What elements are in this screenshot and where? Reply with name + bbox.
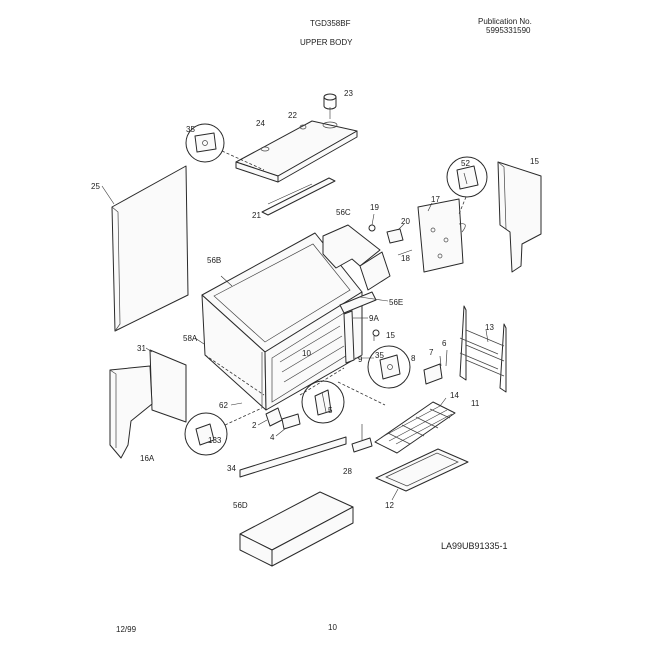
label-62: 62 <box>219 401 228 410</box>
page-number: 10 <box>328 623 337 632</box>
label-11: 11 <box>471 399 480 408</box>
bracket-4 <box>275 413 301 437</box>
screw-15 <box>372 329 380 341</box>
label-7: 7 <box>429 348 434 357</box>
label-28: 28 <box>343 467 352 476</box>
rack-support-13 <box>459 305 507 393</box>
label-34: 34 <box>227 464 236 473</box>
screw-19 <box>368 213 376 232</box>
label-56b: 56B <box>207 256 221 265</box>
side-panel-15 <box>497 161 542 273</box>
detail-circle-133 <box>184 407 263 456</box>
label-35-right: 35 <box>375 351 384 360</box>
label-56c: 56C <box>336 208 351 217</box>
label-13: 13 <box>485 323 494 332</box>
label-21: 21 <box>252 211 261 220</box>
label-58a: 58A <box>183 334 198 343</box>
switch-20 <box>386 223 405 244</box>
label-56d: 56D <box>233 501 248 510</box>
bracket-17 <box>397 198 466 273</box>
label-9a: 9A <box>369 314 379 323</box>
label-4: 4 <box>270 433 275 442</box>
label-8: 8 <box>411 354 416 363</box>
liner-bracket-56e <box>339 291 389 314</box>
label-16a: 16A <box>140 454 155 463</box>
trim-strip-34 <box>239 436 347 478</box>
vent-cap-part <box>323 93 337 110</box>
label-12: 12 <box>385 501 394 510</box>
clip-8-7-6 <box>423 349 448 385</box>
label-31: 31 <box>137 344 146 353</box>
label-14: 14 <box>450 391 459 400</box>
insulation-block-56c <box>322 224 391 291</box>
bracket-2 <box>257 407 283 427</box>
label-35-top: 35 <box>186 125 195 134</box>
label-23: 23 <box>344 89 353 98</box>
bracket-28 <box>351 424 373 453</box>
publication-label: Publication No. <box>478 17 532 26</box>
top-cover-part <box>235 120 358 183</box>
label-20: 20 <box>401 217 410 226</box>
label-17: 17 <box>431 195 440 204</box>
drawer-56d <box>239 491 354 567</box>
model-number: TGD358BF <box>310 19 351 28</box>
label-10: 10 <box>302 349 311 358</box>
label-19: 19 <box>370 203 379 212</box>
trim-strip-part <box>261 177 336 216</box>
label-25: 25 <box>91 182 100 191</box>
label-5: 5 <box>328 406 333 415</box>
broil-pan-12 <box>375 448 469 501</box>
oven-rack-14 <box>374 397 456 454</box>
detail-circle-52 <box>446 156 488 215</box>
drawing-reference-code: LA99UB91335-1 <box>441 541 508 551</box>
side-panel-16a <box>109 365 153 459</box>
label-2: 2 <box>252 421 257 430</box>
side-panel-25 <box>101 165 189 332</box>
label-52: 52 <box>461 159 470 168</box>
label-9: 9 <box>358 355 363 364</box>
side-panel-31 <box>145 347 187 423</box>
label-15-top: 15 <box>530 157 539 166</box>
label-18: 18 <box>401 254 410 263</box>
label-133: 133 <box>208 436 222 445</box>
oven-body-part <box>201 232 386 411</box>
label-6: 6 <box>442 339 447 348</box>
detail-circle-35-right <box>367 345 411 389</box>
footer-date: 12/99 <box>116 625 137 634</box>
label-22: 22 <box>288 111 297 120</box>
hinge-9a <box>343 310 368 364</box>
oven-shelf-lines <box>279 325 345 383</box>
detail-circle-5 <box>301 380 345 424</box>
section-title: UPPER BODY <box>300 38 353 47</box>
label-24: 24 <box>256 119 265 128</box>
publication-number: 5995331590 <box>486 26 531 35</box>
detail-circle-35-top <box>185 123 265 171</box>
label-56e: 56E <box>389 298 403 307</box>
label-15-mid: 15 <box>386 331 395 340</box>
